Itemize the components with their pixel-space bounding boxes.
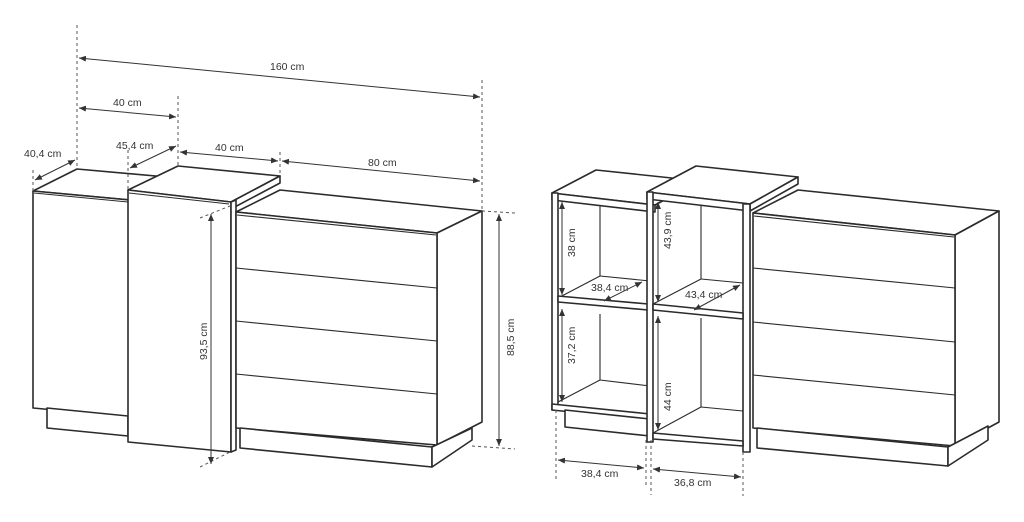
drawer-chest	[235, 189, 483, 468]
dim-left-width: 40 cm	[113, 97, 142, 109]
right-view: 38 cm 37,2 cm 38,4 cm 43,9 cm 44 cm 43,4…	[551, 165, 1000, 496]
dim-drawers-height: 88,5 cm	[505, 318, 517, 356]
left-view: 160 cm 40 cm 40,4 cm 45,4 cm 40 cm 80 cm…	[24, 25, 517, 468]
dim-shelf-middle-top: 43,9 cm	[662, 211, 674, 249]
dim-shelf-left-depth: 38,4 cm	[591, 282, 629, 294]
drawer-chest-right	[752, 189, 1000, 467]
dim-middle-width: 40 cm	[215, 142, 244, 154]
open-shelf-left	[551, 169, 701, 437]
dim-inner-width-middle: 36,8 cm	[674, 477, 712, 489]
dim-total-width: 160 cm	[270, 61, 305, 73]
dim-drawers-width: 80 cm	[368, 157, 397, 169]
left-cabinet	[32, 168, 179, 437]
dim-shelf-middle-bottom: 44 cm	[662, 382, 674, 411]
dim-left-depth: 40,4 cm	[24, 148, 62, 160]
dim-tall-height: 93,5 cm	[198, 322, 210, 360]
dim-tall-depth: 45,4 cm	[116, 140, 154, 152]
dim-inner-width-left: 38,4 cm	[581, 468, 619, 480]
dim-shelf-left-top: 38 cm	[566, 228, 578, 257]
dim-shelf-middle-depth: 43,4 cm	[685, 289, 723, 301]
open-shelf-middle	[646, 165, 799, 453]
tall-cabinet	[127, 165, 281, 453]
dim-shelf-left-bottom: 37,2 cm	[566, 326, 578, 364]
